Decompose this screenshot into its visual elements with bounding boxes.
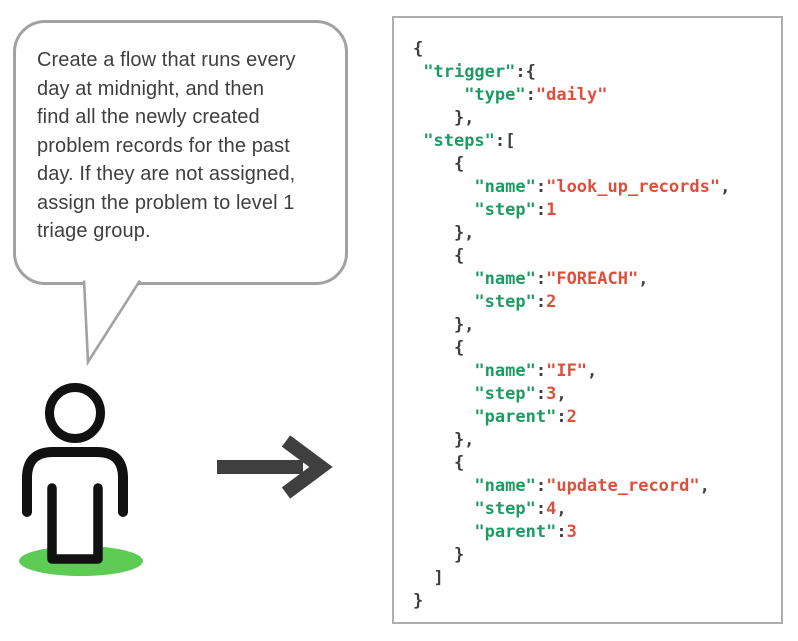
- code-line: "name":"IF",: [474, 361, 598, 381]
- code-line: "name":"FOREACH",: [474, 269, 649, 289]
- person-torso: [47, 483, 103, 564]
- code-line: }: [413, 545, 465, 565]
- json-code: { "trigger":{ "type":"daily" }, "steps":…: [413, 38, 781, 613]
- code-line: "type":"daily": [464, 85, 608, 105]
- arrow-right-icon: [217, 435, 333, 499]
- person-shoulders: [22, 447, 128, 517]
- person-icon: [19, 383, 143, 576]
- person-head: [45, 383, 105, 443]
- arrow-head: [281, 435, 333, 499]
- code-line: "step":1: [474, 200, 557, 220]
- code-panel: { "trigger":{ "type":"daily" }, "steps":…: [392, 16, 783, 624]
- code-line: {: [413, 246, 465, 266]
- speech-bubble-tail: [82, 279, 142, 367]
- code-line: "parent":3: [474, 522, 577, 542]
- code-line: "parent":2: [474, 407, 577, 427]
- speech-bubble: Create a flow that runs every day at mid…: [13, 20, 348, 285]
- code-line: "step":2: [474, 292, 557, 312]
- person-base: [19, 546, 143, 576]
- code-line: "step":4,: [474, 499, 567, 519]
- code-line: ]: [413, 568, 444, 588]
- code-line: "step":3,: [474, 384, 567, 404]
- code-line: {: [413, 338, 465, 358]
- code-line: "name":"look_up_records",: [474, 177, 731, 197]
- code-line: }: [413, 591, 424, 611]
- code-line: "name":"update_record",: [474, 476, 710, 496]
- code-line: {: [413, 154, 465, 174]
- code-line: {: [413, 453, 465, 473]
- code-line: },: [413, 223, 475, 243]
- code-line: },: [413, 430, 475, 450]
- code-line: },: [413, 108, 475, 128]
- code-line: },: [413, 315, 475, 335]
- code-line: "trigger":{: [423, 62, 536, 82]
- code-line: {: [413, 39, 424, 59]
- speech-bubble-text: Create a flow that runs every day at mid…: [37, 49, 296, 242]
- code-line: "steps":[: [423, 131, 516, 151]
